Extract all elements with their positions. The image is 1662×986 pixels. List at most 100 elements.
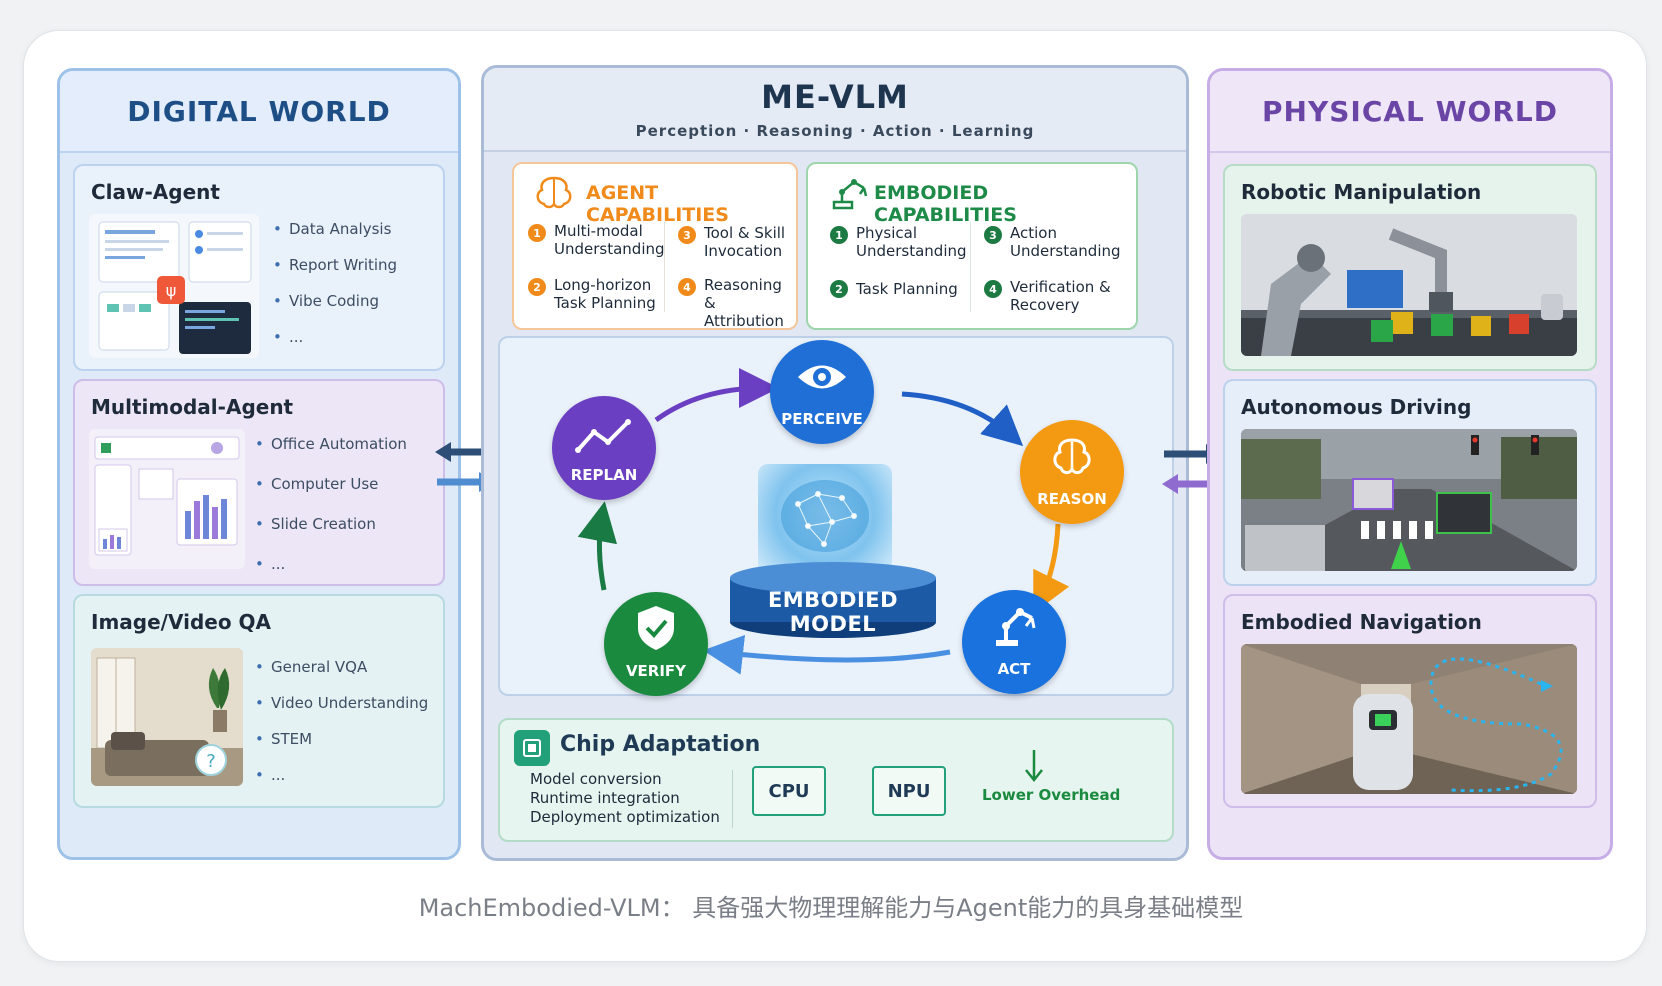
list-item: Slide Creation [255, 515, 407, 533]
multimodal-agent-screenshot [89, 429, 245, 569]
agent-capabilities-title: AGENT CAPABILITIES [586, 182, 729, 226]
chip-icon [514, 730, 550, 766]
corridor-image [1241, 644, 1577, 794]
figure-caption: MachEmbodied-VLM： 具备强大物理理解能力与Agent能力的具身基… [418, 894, 1244, 922]
list-item: Data Analysis [273, 220, 397, 238]
reason-node: REASON [1020, 420, 1124, 524]
list-item: Video Understanding [255, 694, 428, 712]
replan-node: REPLAN [552, 396, 656, 500]
replan-label: REPLAN [570, 466, 638, 484]
list-item: ... [255, 555, 407, 573]
perceive-label: PERCEIVE [781, 410, 863, 428]
agent-cap-num-2: 2 [528, 278, 546, 296]
list-item: Office Automation [255, 435, 407, 453]
claw-agent-list: Data Analysis Report Writing Vibe Coding… [273, 220, 397, 346]
list-item: Vibe Coding [273, 292, 397, 310]
loop-arrows [577, 368, 1070, 675]
act-label: ACT [997, 660, 1031, 678]
embodied-loop-area: EMBODIED MODEL PERCEIVE REASON [498, 336, 1174, 696]
multimodal-agent-title: Multimodal-Agent [91, 395, 294, 419]
image-video-qa-title: Image/Video QA [91, 610, 272, 634]
divider [664, 222, 665, 312]
claw-agent-card: Claw-Agent [73, 164, 445, 371]
agent-cap-num-4: 4 [678, 278, 696, 296]
robot-arm-icon [996, 608, 1036, 646]
corridor-illustration [1241, 644, 1577, 794]
brain-icon [1053, 438, 1091, 475]
question-badge: ? [206, 751, 216, 772]
network-brain-icon [781, 480, 869, 552]
embodied-cap-num-3: 3 [984, 226, 1002, 244]
charts-illustration [94, 436, 240, 556]
lower-overhead-label: Lower Overhead [982, 786, 1121, 804]
dashboard-illustration: ψ [98, 221, 252, 354]
eye-icon [798, 365, 846, 389]
chip-line: Model conversion [530, 770, 662, 788]
autonomous-driving-title: Autonomous Driving [1241, 395, 1472, 419]
embodied-capabilities-title: EMBODIED CAPABILITIES [874, 182, 1017, 226]
chip-adaptation-lines: Model conversion Runtime integration Dep… [530, 770, 720, 827]
multimodal-agent-list: Office Automation Computer Use Slide Cre… [255, 435, 407, 573]
shield-check-icon [638, 606, 674, 650]
robotic-manipulation-title: Robotic Manipulation [1241, 180, 1482, 204]
brain-icon [536, 176, 572, 209]
robot-arm-illustration [1241, 214, 1577, 356]
chip-line: Deployment optimization [530, 808, 720, 826]
brain-hologram [758, 464, 892, 574]
embodied-model-pedestal: EMBODIED MODEL [728, 560, 938, 640]
svg-text:ψ: ψ [166, 281, 177, 300]
embodied-navigation-title: Embodied Navigation [1241, 610, 1482, 634]
verify-label: VERIFY [625, 662, 687, 680]
embodied-cap-num-1: 1 [830, 226, 848, 244]
physical-world-panel: PHYSICAL WORLD Robotic Manipulation [1207, 68, 1613, 860]
list-item: Computer Use [255, 475, 407, 493]
street-illustration [1241, 429, 1577, 571]
embodied-cap-item-2: Task Planning [856, 280, 958, 298]
agent-cap-num-3: 3 [678, 226, 696, 244]
embodied-cap-num-2: 2 [830, 280, 848, 298]
claw-agent-title: Claw-Agent [91, 180, 220, 204]
embodied-navigation-card: Embodied Navigation [1223, 594, 1597, 808]
me-vlm-title: ME-VLM [761, 78, 909, 116]
list-item: General VQA [255, 658, 428, 676]
robot-arm-icon [832, 179, 868, 210]
npu-chip: NPU [872, 766, 946, 816]
digital-world-title: DIGITAL WORLD [60, 71, 458, 153]
chip-adaptation-box: Chip Adaptation Model conversion Runtime… [498, 718, 1174, 842]
image-video-qa-list: General VQA Video Understanding STEM ... [255, 658, 428, 784]
list-item: ... [255, 766, 428, 784]
down-arrow-icon [1025, 750, 1043, 783]
list-item: STEM [255, 730, 428, 748]
embodied-cap-num-4: 4 [984, 280, 1002, 298]
me-vlm-panel: ME-VLM Perception · Reasoning · Action ·… [481, 65, 1189, 861]
physical-world-title: PHYSICAL WORLD [1210, 71, 1610, 153]
me-vlm-header: ME-VLM Perception · Reasoning · Action ·… [484, 68, 1186, 152]
embodied-cap-item-4: Verification &Recovery [1010, 278, 1111, 314]
living-room-illustration: ? [91, 648, 243, 786]
chip-adaptation-title: Chip Adaptation [560, 732, 761, 757]
image-video-qa-card: Image/Video QA ? General VQA Video Under… [73, 594, 445, 808]
list-item: Report Writing [273, 256, 397, 274]
embodied-model-label: EMBODIED MODEL [767, 588, 899, 636]
chip-line: Runtime integration [530, 789, 680, 807]
perceive-node: PERCEIVE [770, 340, 874, 444]
list-item: ... [273, 328, 397, 346]
agent-cap-item-4: Reasoning &Attribution [704, 276, 784, 330]
cpu-chip: CPU [752, 766, 826, 816]
multimodal-agent-card: Multimodal-Agent Office Automa [73, 379, 445, 586]
agent-cap-num-1: 1 [528, 224, 546, 242]
living-room-image: ? [91, 648, 243, 786]
divider [970, 222, 971, 312]
robot-arm-image [1241, 214, 1577, 356]
me-vlm-subtitle: Perception · Reasoning · Action · Learni… [635, 122, 1035, 140]
pedestal-shape [730, 562, 936, 638]
digital-world-panel: DIGITAL WORLD Claw-Agent [57, 68, 461, 860]
robotic-manipulation-card: Robotic Manipulation [1223, 164, 1597, 371]
divider [732, 770, 733, 828]
